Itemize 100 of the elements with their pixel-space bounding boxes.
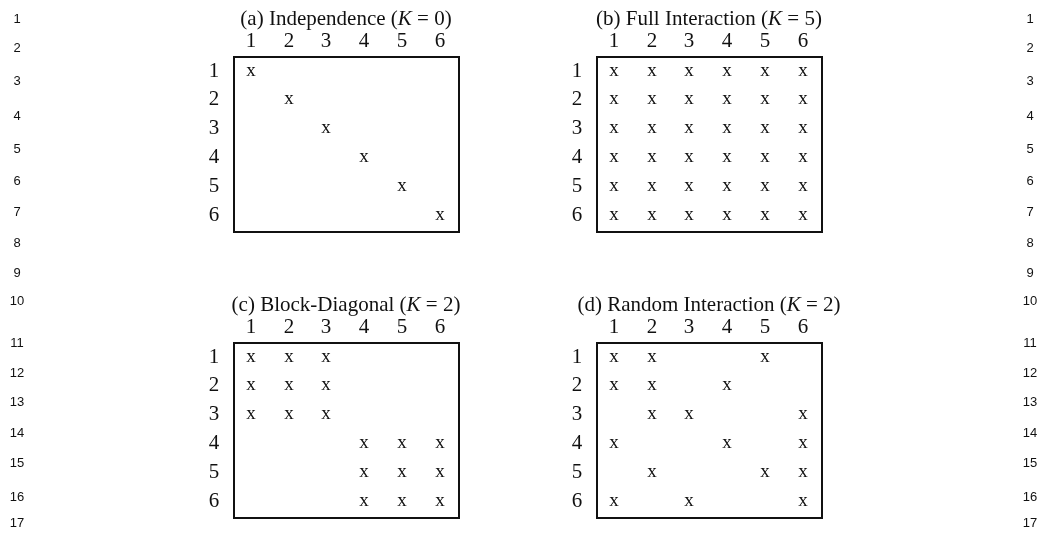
matrix-entry: x <box>359 431 369 451</box>
column-number: 6 <box>797 315 809 337</box>
row-number: 1 <box>208 59 220 81</box>
matrix-entry: x <box>722 203 732 223</box>
row-number: 2 <box>208 87 220 109</box>
matrix-entry: x <box>321 345 331 365</box>
matrix-entry: x <box>284 373 294 393</box>
line-number: 6 <box>13 173 21 187</box>
matrix-entry: x <box>760 345 770 365</box>
panel-title: (c) Block-Diagonal (K = 2) <box>231 293 461 315</box>
matrix-entry: x <box>609 373 619 393</box>
line-number: 9 <box>1026 265 1034 279</box>
row-number: 2 <box>571 373 583 395</box>
panel-title: (b) Full Interaction (K = 5) <box>596 7 822 29</box>
matrix-entry: x <box>609 87 619 107</box>
row-number: 3 <box>571 116 583 138</box>
matrix-entry: x <box>798 174 808 194</box>
matrix-entry: x <box>684 145 694 165</box>
line-number: 9 <box>13 265 21 279</box>
line-number: 15 <box>1022 455 1038 469</box>
row-number: 6 <box>571 489 583 511</box>
matrix-entry: x <box>435 203 445 223</box>
line-number: 11 <box>10 335 24 349</box>
line-number: 4 <box>13 108 21 122</box>
column-number: 2 <box>283 315 295 337</box>
column-number: 5 <box>759 29 771 51</box>
row-number: 1 <box>571 59 583 81</box>
row-number: 4 <box>571 145 583 167</box>
column-number: 2 <box>283 29 295 51</box>
matrix-entry: x <box>321 373 331 393</box>
matrix-entry: x <box>722 87 732 107</box>
row-number: 4 <box>571 431 583 453</box>
line-number: 16 <box>9 489 25 503</box>
matrix-entry: x <box>722 174 732 194</box>
matrix-entry: x <box>760 87 770 107</box>
line-number: 13 <box>1022 394 1038 408</box>
column-number: 4 <box>358 315 370 337</box>
matrix-entry: x <box>397 431 407 451</box>
row-number: 3 <box>208 116 220 138</box>
line-number: 5 <box>1026 141 1034 155</box>
row-number: 5 <box>208 460 220 482</box>
line-number: 1 <box>13 11 21 25</box>
matrix-entry: x <box>609 489 619 509</box>
row-number: 5 <box>571 460 583 482</box>
matrix-entry: x <box>760 59 770 79</box>
matrix-entry: x <box>798 145 808 165</box>
matrix-entry: x <box>609 203 619 223</box>
matrix-entry: x <box>684 203 694 223</box>
line-number: 14 <box>9 425 25 439</box>
matrix-entry: x <box>760 174 770 194</box>
matrix-entry: x <box>760 116 770 136</box>
line-number: 8 <box>13 235 21 249</box>
column-number: 5 <box>396 29 408 51</box>
matrix-entry: x <box>647 145 657 165</box>
column-number: 1 <box>608 315 620 337</box>
column-number: 6 <box>434 29 446 51</box>
matrix-entry: x <box>798 59 808 79</box>
row-number: 6 <box>208 489 220 511</box>
matrix-entry: x <box>435 460 445 480</box>
row-number: 3 <box>571 402 583 424</box>
column-number: 5 <box>396 315 408 337</box>
column-number: 3 <box>320 315 332 337</box>
matrix-entry: x <box>684 59 694 79</box>
matrix-entry: x <box>684 174 694 194</box>
matrix-entry: x <box>760 203 770 223</box>
line-number: 7 <box>13 204 21 218</box>
line-number: 14 <box>1022 425 1038 439</box>
row-number: 4 <box>208 145 220 167</box>
column-number: 3 <box>320 29 332 51</box>
line-number: 16 <box>1022 489 1038 503</box>
matrix-entry: x <box>722 116 732 136</box>
matrix-entry: x <box>397 460 407 480</box>
matrix-entry: x <box>609 431 619 451</box>
matrix-entry: x <box>722 431 732 451</box>
row-number: 3 <box>208 402 220 424</box>
matrix-entry: x <box>246 59 256 79</box>
column-number: 3 <box>683 315 695 337</box>
line-number: 8 <box>1026 235 1034 249</box>
matrix-entry: x <box>246 402 256 422</box>
row-number: 5 <box>571 174 583 196</box>
column-number: 1 <box>608 29 620 51</box>
column-number: 6 <box>797 29 809 51</box>
line-number: 6 <box>1026 173 1034 187</box>
matrix-entry: x <box>359 489 369 509</box>
line-number: 10 <box>9 293 25 307</box>
row-number: 1 <box>208 345 220 367</box>
matrix-entry: x <box>798 116 808 136</box>
column-number: 5 <box>759 315 771 337</box>
matrix-entry: x <box>647 116 657 136</box>
line-number: 11 <box>1023 335 1037 349</box>
line-number: 17 <box>9 515 25 529</box>
matrix-entry: x <box>359 460 369 480</box>
matrix-entry: x <box>760 145 770 165</box>
matrix-entry: x <box>684 116 694 136</box>
matrix-entry: x <box>321 116 331 136</box>
line-number: 13 <box>9 394 25 408</box>
row-number: 5 <box>208 174 220 196</box>
matrix-entry: x <box>647 59 657 79</box>
matrix-entry: x <box>722 59 732 79</box>
column-number: 4 <box>721 315 733 337</box>
